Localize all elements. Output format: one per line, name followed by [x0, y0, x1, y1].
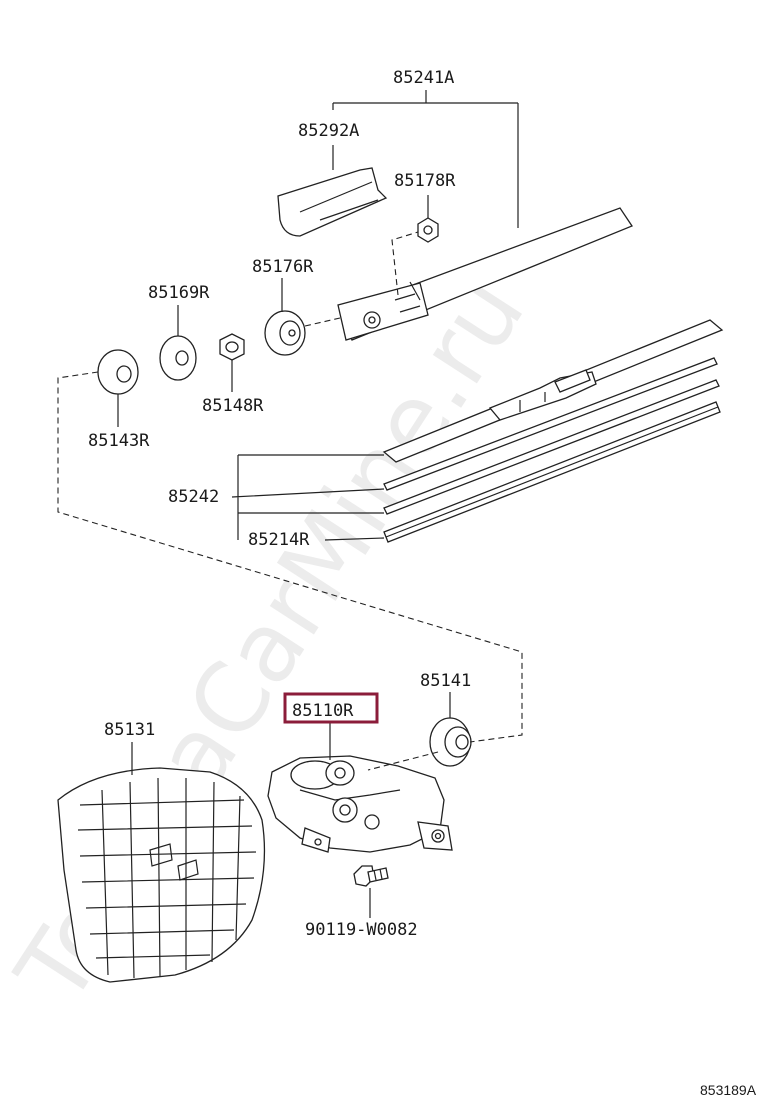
label-85131[interactable]: 85131 — [104, 720, 155, 740]
nut-85148R[interactable] — [219, 333, 245, 361]
grommet-85143R[interactable] — [97, 349, 139, 395]
installation-guide-lines — [57, 231, 523, 771]
wiper-arm-85241A[interactable] — [337, 207, 633, 341]
wiper-rubber-85214R[interactable] — [383, 401, 721, 543]
leader-lines — [117, 90, 519, 918]
highlight-box — [283, 692, 379, 724]
wiper-motor-85110R[interactable] — [267, 755, 453, 853]
label-85178R[interactable]: 85178R — [394, 171, 456, 191]
motor-cover-85131[interactable] — [57, 767, 266, 983]
label-85214R[interactable]: 85214R — [248, 530, 310, 550]
label-85169R[interactable]: 85169R — [148, 283, 210, 303]
label-85110R[interactable]: 85110R — [292, 701, 354, 721]
label-85148R[interactable]: 85148R — [202, 396, 264, 416]
seal-85169R[interactable] — [159, 335, 197, 381]
label-85141[interactable]: 85141 — [420, 671, 471, 691]
washer-85176R[interactable] — [264, 310, 306, 356]
cushion-85141[interactable] — [429, 717, 472, 767]
bolt-90119-W0082[interactable] — [353, 865, 389, 887]
label-85292A[interactable]: 85292A — [298, 121, 359, 141]
label-85176R[interactable]: 85176R — [252, 257, 314, 277]
nut-85178R[interactable] — [417, 217, 439, 243]
diagram-reference-code: 853189A — [700, 1082, 757, 1098]
wiper-blade-85242[interactable] — [382, 319, 724, 515]
label-85241A[interactable]: 85241A — [393, 68, 454, 88]
arm-cover-85292A[interactable] — [277, 167, 388, 237]
label-85143R[interactable]: 85143R — [88, 431, 150, 451]
label-90119-W0082[interactable]: 90119-W0082 — [305, 920, 418, 940]
label-85242[interactable]: 85242 — [168, 487, 219, 507]
